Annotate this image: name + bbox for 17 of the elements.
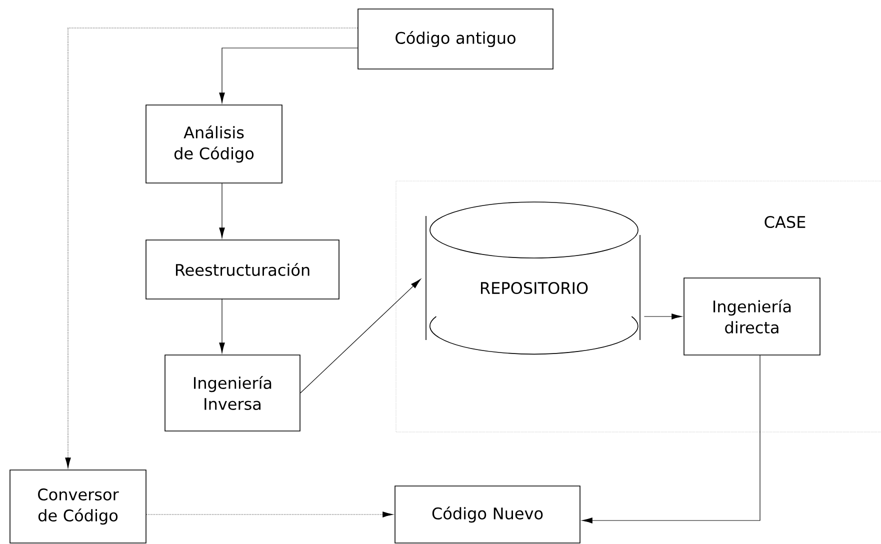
process-box: Código Nuevo	[394, 486, 580, 544]
dotted-arrow	[65, 28, 358, 468]
database-cylinder: REPOSITORIO	[426, 202, 640, 354]
arrow	[644, 314, 682, 320]
process-box: Reestructuración	[146, 240, 340, 300]
arrow	[219, 48, 358, 104]
process-box: Ingeniería Inversa	[164, 354, 300, 432]
process-box: Análisis de Código	[146, 104, 282, 184]
process-box: Código antiguo	[358, 8, 554, 70]
arrow	[219, 183, 225, 238]
process-box: Ingeniería directa	[684, 278, 820, 356]
node-label: REPOSITORIO	[481, 282, 588, 294]
arrow	[582, 355, 760, 524]
process-box: Conversor de Código	[10, 470, 146, 544]
arrow	[300, 278, 421, 394]
arrow	[219, 298, 225, 354]
dotted-arrow	[146, 512, 394, 518]
